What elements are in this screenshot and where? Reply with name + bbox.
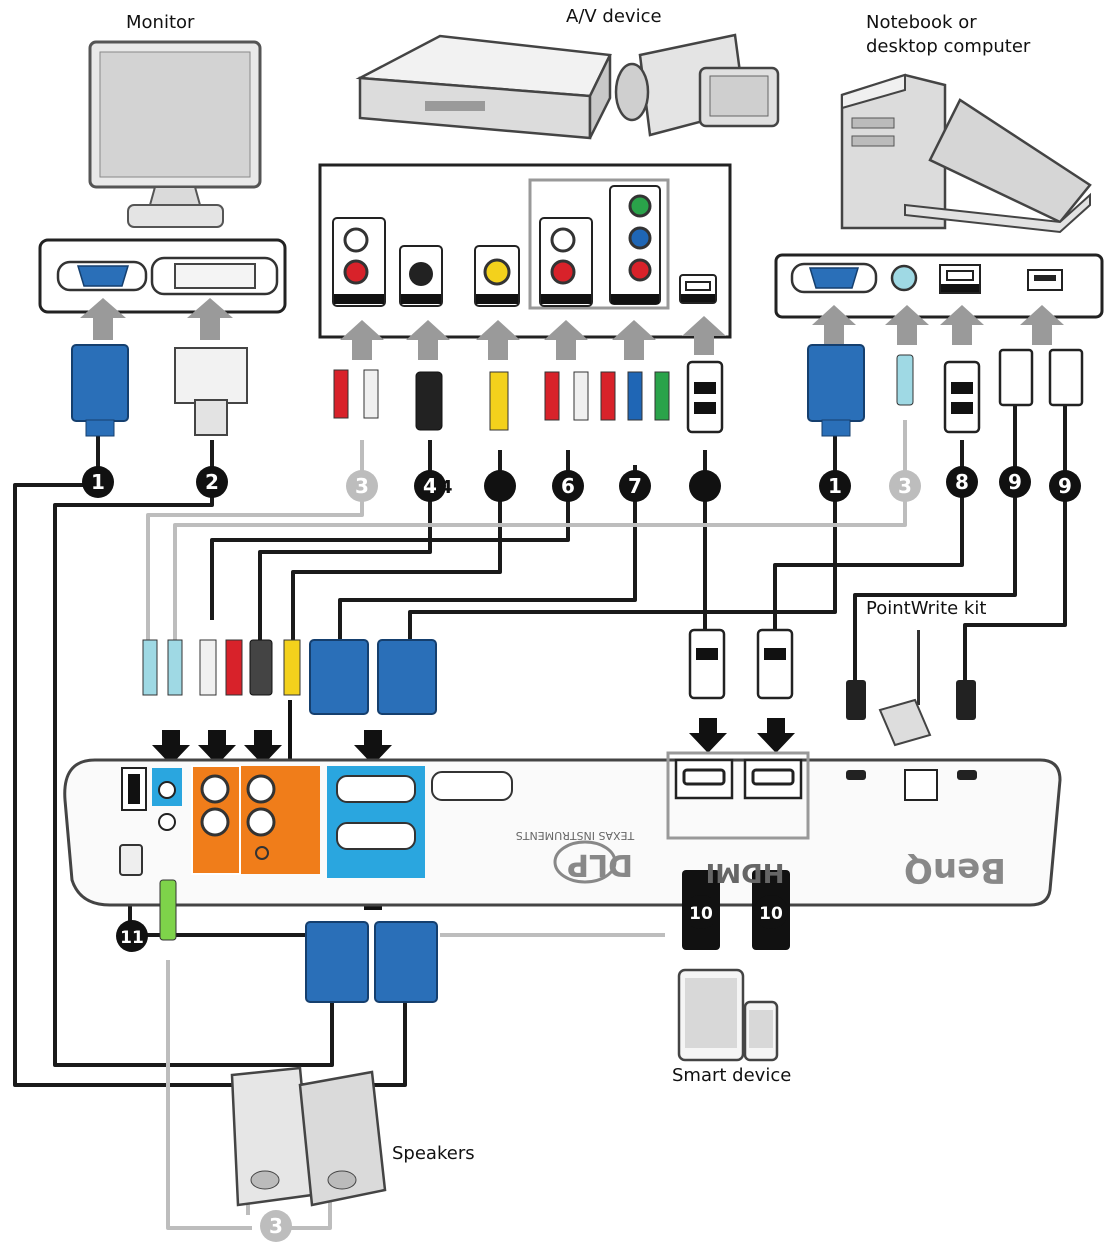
smart-device-illustration: [677, 968, 779, 1062]
callout-1-left: 1: [82, 466, 114, 498]
svg-text:DLP: DLP: [567, 847, 633, 882]
callout-4-suffix: 4: [440, 477, 453, 498]
computer-illustration: [840, 73, 1092, 234]
svg-text:3: 3: [355, 474, 369, 498]
projector-side-connectors: [142, 628, 976, 747]
svg-text:9: 9: [1008, 470, 1022, 494]
svg-text:4: 4: [423, 474, 437, 498]
camcorder-illustration: [614, 33, 780, 137]
speakers-illustration: [230, 1066, 387, 1207]
projector-branding: DLP TEXAS INSTRUMENTS HDMI BenQ: [516, 829, 1006, 890]
av-box-illustration: [355, 34, 612, 140]
callout-hdmi-av: [689, 470, 721, 502]
av-ports-panel: [318, 163, 732, 339]
svg-text:HDMI: HDMI: [706, 857, 785, 887]
monitor-ports-panel: [38, 238, 287, 314]
svg-text:10: 10: [759, 904, 783, 924]
svg-text:10: 10: [689, 904, 713, 924]
callout-badges: 1 2 3 4 6 7 1 3 8 9 9 10 10 11 3 4: [82, 466, 1081, 1242]
svg-text:TEXAS INSTRUMENTS: TEXAS INSTRUMENTS: [516, 829, 635, 842]
lower-connectors: [119, 844, 790, 1003]
label-av-device: A/V device: [566, 6, 662, 27]
callout-3-speakers: 3: [260, 1210, 292, 1242]
callout-5: [484, 470, 516, 502]
callout-9-left: 9: [999, 466, 1031, 498]
callout-6: 6: [552, 470, 584, 502]
monitor-illustration: [88, 40, 262, 228]
computer-ports-panel: [774, 253, 1104, 319]
svg-text:1: 1: [91, 470, 105, 494]
callout-7: 7: [619, 470, 651, 502]
callout-4: 4: [414, 470, 446, 502]
callout-3-top: 3: [346, 470, 378, 502]
svg-text:1: 1: [828, 474, 842, 498]
label-smart-device: Smart device: [672, 1065, 792, 1086]
callout-10-right: 10: [754, 895, 788, 929]
svg-text:11: 11: [120, 928, 144, 948]
label-computer-line2: desktop computer: [866, 36, 1031, 57]
svg-text:3: 3: [898, 474, 912, 498]
callout-2: 2: [196, 466, 228, 498]
callout-3-right: 3: [889, 470, 921, 502]
callout-8: 8: [946, 466, 978, 498]
svg-text:8: 8: [955, 470, 969, 494]
svg-text:6: 6: [561, 474, 575, 498]
svg-text:3: 3: [269, 1214, 283, 1238]
svg-text:BenQ: BenQ: [904, 850, 1006, 890]
label-speakers: Speakers: [392, 1143, 475, 1164]
label-pointwrite-kit: PointWrite kit: [866, 598, 987, 619]
label-computer-line1: Notebook or: [866, 12, 977, 33]
svg-text:9: 9: [1058, 474, 1072, 498]
svg-text:2: 2: [205, 470, 219, 494]
callout-10-left: 10: [684, 895, 718, 929]
source-connectors: [71, 344, 1084, 437]
label-monitor: Monitor: [126, 12, 195, 33]
callout-1-right: 1: [819, 470, 851, 502]
input-arrows: [80, 298, 1064, 360]
projector-rear-panel: [63, 751, 1062, 907]
callout-9-right: 9: [1049, 470, 1081, 502]
svg-text:7: 7: [628, 474, 642, 498]
callout-11: 11: [116, 920, 148, 952]
